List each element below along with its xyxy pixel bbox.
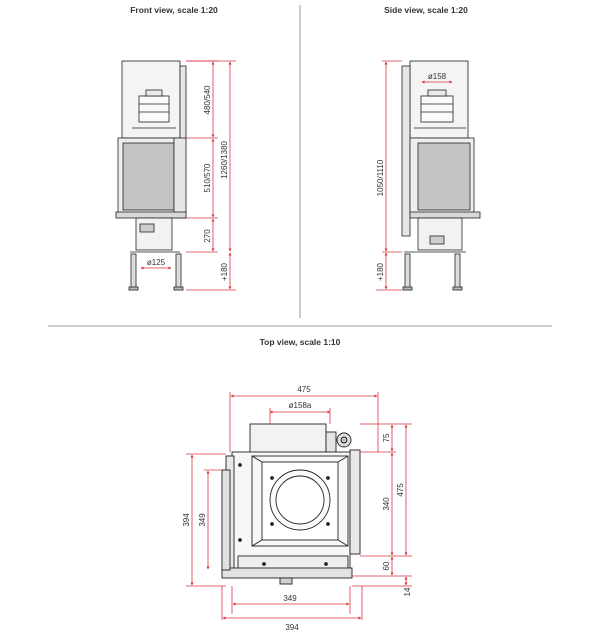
top-dim-right-extra: 14 — [403, 587, 412, 596]
front-glass — [122, 142, 175, 211]
top-dim-bottom-inner: 349 — [283, 594, 297, 603]
top-dimensions — [186, 392, 412, 620]
top-flue-inner — [275, 475, 325, 525]
side-leg-right — [454, 253, 461, 289]
side-view — [401, 60, 481, 291]
front-base-box — [135, 217, 173, 251]
side-flue-collar — [420, 95, 454, 123]
front-leg-left — [130, 253, 137, 289]
front-dim-top: 480/540 — [203, 85, 212, 114]
front-view-title: Front view, scale 1:20 — [130, 5, 218, 15]
top-left-rail — [221, 469, 231, 571]
front-dim-flue: ø125 — [147, 258, 166, 267]
front-view — [115, 60, 187, 291]
top-dim-left-outer: 394 — [182, 513, 191, 527]
front-dim-total: 1260/1380 — [220, 141, 229, 179]
side-dim-legs: +180 — [376, 262, 385, 281]
side-dimensions — [376, 60, 453, 291]
side-dim-flue: ø158 — [428, 72, 447, 81]
top-dim-width: 475 — [297, 385, 311, 394]
side-view-title: Side view, scale 1:20 — [384, 5, 468, 15]
side-base-box — [417, 217, 463, 251]
top-dim-right-top: 75 — [382, 433, 391, 442]
front-dim-middle: 510/570 — [203, 163, 212, 192]
front-flue-collar — [138, 95, 170, 123]
top-bottom-rail — [221, 567, 353, 579]
top-dim-flue: ø158a — [289, 401, 312, 410]
front-dimensions — [140, 60, 236, 291]
front-leg-right — [175, 253, 182, 289]
top-dim-right-mid: 340 — [382, 497, 391, 511]
side-leg-left — [404, 253, 411, 289]
top-dim-left-inner: 349 — [198, 513, 207, 527]
top-dim-bottom-outer: 394 — [285, 623, 299, 632]
top-dim-right-bottom: 60 — [382, 561, 391, 570]
top-view-title: Top view, scale 1:10 — [260, 337, 341, 347]
side-dim-height: 1050/1110 — [376, 159, 385, 196]
top-dim-right-total: 475 — [396, 483, 405, 497]
front-dim-legs: +180 — [220, 262, 229, 281]
top-view — [221, 423, 361, 585]
side-glass — [417, 142, 471, 211]
front-dim-bottom: 270 — [203, 229, 212, 243]
